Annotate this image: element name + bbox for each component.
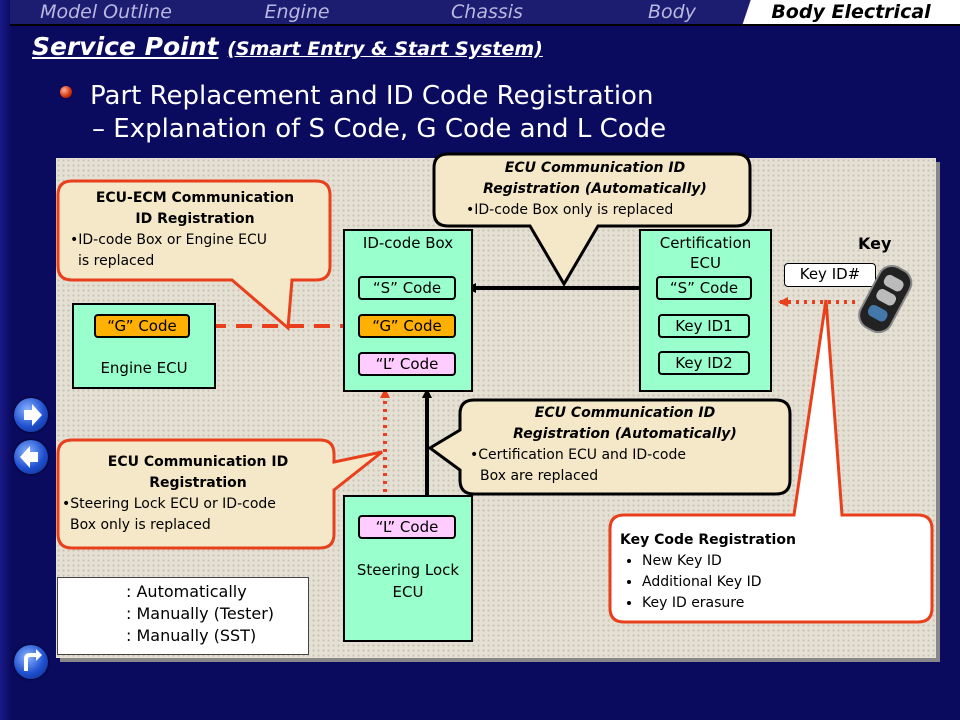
callout-top-auto-title2: Registration (Automatically)	[483, 181, 707, 197]
steering-lock-ecu-label-line2: ECU	[392, 583, 424, 601]
next-button[interactable]	[14, 398, 48, 432]
certification-ecu-label-line1: Certification	[659, 234, 752, 252]
tab-model-outline[interactable]: Model Outline	[10, 0, 202, 26]
callout-top-auto-bullet1: •ID-code Box only is replaced	[466, 202, 674, 218]
callout-mid-auto-bullet1: •Certification ECU and ID-code	[470, 447, 686, 463]
back-button[interactable]	[14, 440, 48, 474]
list-item: Key ID erasure	[642, 593, 796, 614]
callout-mid-auto-bullet2: Box are replaced	[480, 468, 599, 484]
cert-key-id1: Key ID1	[658, 314, 750, 338]
callout-top-auto-title1: ECU Communication ID	[504, 160, 686, 176]
certification-ecu-label-line2: ECU	[690, 254, 721, 272]
steering-lock-ecu-label: Steering Lock ECU	[345, 559, 471, 603]
callout-ecu-ecm-bullet1: •ID-code Box or Engine ECU	[70, 232, 267, 248]
legend-manual-tester: : Manually (Tester)	[126, 604, 275, 623]
legend: : Automatically : Manually (Tester) : Ma…	[57, 577, 309, 655]
title-sub: (Smart Entry & Start System)	[227, 38, 543, 60]
engine-ecu-label: Engine ECU	[100, 359, 188, 377]
smart-key-icon	[858, 264, 913, 334]
bullet-icon	[60, 86, 72, 98]
page-title: Service Point (Smart Entry & Start Syste…	[32, 32, 543, 61]
callout-mid-auto-text: ECU Communication ID Registration (Autom…	[466, 403, 784, 487]
tab-chassis[interactable]: Chassis	[392, 0, 582, 26]
tab-engine[interactable]: Engine	[202, 0, 392, 26]
callout-key-code-text: Key Code Registration New Key ID Additio…	[620, 530, 796, 614]
legend-automatically: : Automatically	[126, 582, 247, 601]
callout-steering-bubble	[56, 438, 383, 550]
certification-ecu-label: Certification ECU	[641, 233, 770, 273]
callout-steering-title2: Registration	[149, 475, 247, 491]
callout-top-auto-bubble	[432, 152, 752, 287]
callout-mid-auto-bubble	[427, 398, 792, 496]
callout-mid-auto-title1: ECU Communication ID	[534, 405, 716, 421]
callout-ecu-ecm-text: ECU-ECM Communication ID Registration •I…	[64, 188, 326, 272]
legend-manual-sst: : Manually (SST)	[126, 626, 257, 645]
left-sidebar-bar	[0, 0, 12, 720]
cert-key-id2: Key ID2	[658, 351, 750, 375]
tab-body[interactable]: Body	[582, 0, 762, 26]
idbox-g-code: “G” Code	[358, 314, 456, 338]
heading-line2: – Explanation of S Code, G Code and L Co…	[92, 114, 667, 144]
return-button[interactable]	[14, 645, 48, 679]
cert-s-code: “S” Code	[656, 276, 752, 300]
next-arrow-icon	[24, 404, 42, 426]
callout-ecu-ecm-bullet2: is replaced	[78, 253, 155, 269]
callout-steering-text: ECU Communication ID Registration •Steer…	[62, 452, 334, 536]
callout-key-code-list: New Key ID Additional Key ID Key ID eras…	[620, 551, 796, 614]
engine-g-code: “G” Code	[94, 314, 190, 338]
section-heading: Part Replacement and ID Code Registratio…	[90, 80, 666, 146]
callout-mid-auto-title2: Registration (Automatically)	[513, 426, 737, 442]
title-main: Service Point	[32, 32, 219, 61]
list-item: Additional Key ID	[642, 572, 796, 593]
id-code-box-label: ID-code Box	[362, 234, 454, 252]
tab-body-electrical[interactable]: Body Electrical	[742, 0, 960, 26]
top-nav: Model Outline Engine Chassis Body Body E…	[10, 0, 960, 26]
callout-steering-bullet1: •Steering Lock ECU or ID-code	[62, 496, 276, 512]
callout-steering-title1: ECU Communication ID	[107, 454, 289, 470]
key-label: Key	[858, 234, 892, 253]
idbox-s-code: “S” Code	[358, 276, 456, 300]
callout-ecu-ecm-title1: ECU-ECM Communication	[95, 190, 295, 206]
callout-key-code-bubble	[608, 299, 934, 624]
callout-key-code-title: Key Code Registration	[620, 532, 796, 548]
callout-top-auto-text: ECU Communication ID Registration (Autom…	[440, 158, 750, 221]
callout-steering-bullet2: Box only is replaced	[70, 517, 211, 533]
steering-l-code: “L” Code	[358, 515, 456, 539]
back-arrow-icon	[20, 446, 38, 468]
steering-lock-ecu-label-line1: Steering Lock	[356, 561, 460, 579]
return-icon	[24, 649, 42, 671]
heading-line1: Part Replacement and ID Code Registratio…	[90, 81, 654, 111]
callout-ecu-ecm-bubble	[56, 179, 332, 332]
callout-ecu-ecm-title2: ID Registration	[135, 211, 255, 227]
list-item: New Key ID	[642, 551, 796, 572]
key-id-badge: Key ID#	[784, 263, 876, 287]
idbox-l-code: “L” Code	[358, 352, 456, 376]
